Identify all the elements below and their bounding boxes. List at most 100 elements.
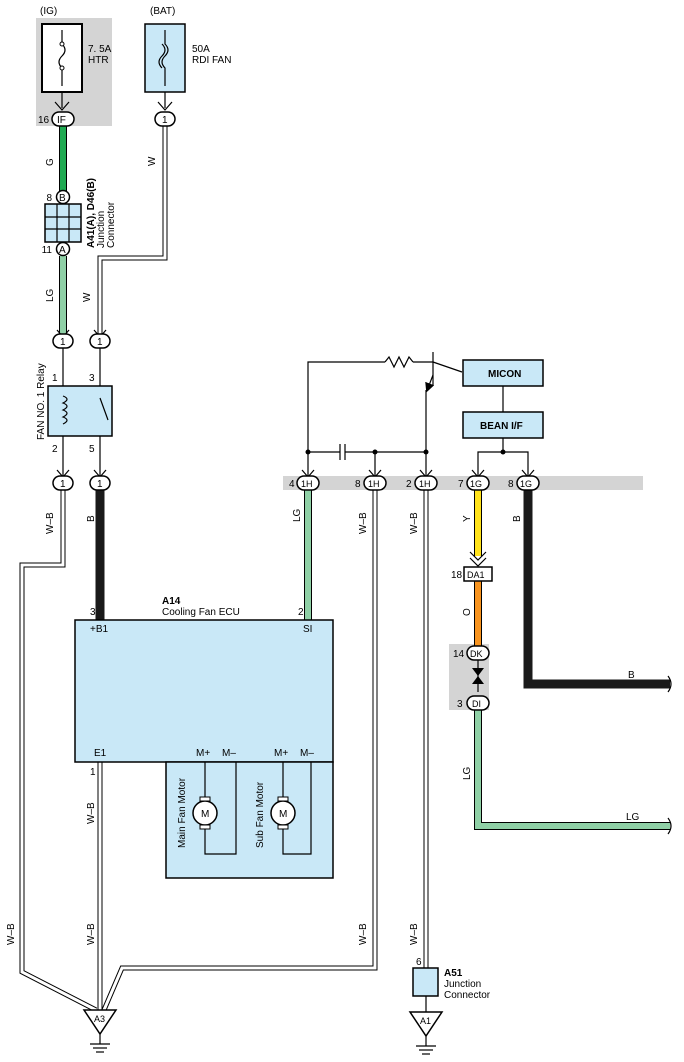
da1-code: DA1 [467, 570, 485, 580]
wire-label-b-relay: B [86, 515, 97, 522]
fuse-htr-rating: 7. 5A [88, 44, 112, 55]
c1h-2-pin: 2 [406, 479, 412, 490]
dk-code: DK [470, 649, 483, 659]
relay-pin-2: 2 [52, 444, 58, 455]
connector-bat-1 [154, 101, 176, 127]
wire-b-1g8 [523, 490, 670, 689]
wire-label-wb-bottom-mid: W–B [86, 923, 97, 945]
wire-label-lg-si: LG [292, 508, 303, 522]
ground-a3-label: A3 [94, 1014, 105, 1024]
wire-label-y: Y [462, 515, 473, 522]
sub-motor-m: M [279, 809, 287, 820]
a51-line2: Connector [444, 990, 491, 1001]
relay-connector-bottom [52, 469, 111, 491]
c1g-7-pin: 7 [458, 479, 464, 490]
relay-connector-top [52, 329, 111, 349]
a51-pin: 6 [416, 957, 422, 968]
fuse-htr-name: HTR [88, 55, 109, 66]
di-pin: 3 [457, 699, 463, 710]
wire-label-b-right: B [628, 670, 635, 681]
ecu-mminus-1: M– [222, 748, 236, 759]
micon-label: MICON [488, 369, 521, 380]
ecu-code: A14 [162, 596, 181, 607]
c1g-7-code: 1G [470, 479, 482, 489]
main-motor-m: M [201, 809, 209, 820]
ecu-pin-si: SI [303, 624, 312, 635]
jc-top-pin: 8 [46, 193, 52, 204]
if-code: IF [57, 115, 66, 126]
a51-junction-connector [412, 967, 439, 997]
ecu-pin-e1-num: 1 [90, 767, 96, 778]
jc-bottom-pin: 11 [42, 245, 53, 256]
da1-pin: 18 [451, 570, 463, 581]
relay-in-left-pin: 1 [60, 337, 66, 348]
wire-label-w-top: W [147, 156, 158, 166]
ground-a1-label: A1 [420, 1016, 431, 1026]
bat-pin: 1 [162, 115, 168, 126]
jc-line2: Connector [106, 201, 117, 248]
relay-in-right-pin: 1 [97, 337, 103, 348]
bat-label: (BAT) [150, 6, 175, 17]
wire-label-wb-e1: W–B [86, 802, 97, 824]
bean-if-box [462, 411, 544, 439]
main-fan-motor-label: Main Fan Motor [177, 777, 188, 848]
c1h-8-code: 1H [368, 479, 380, 489]
dk-pin: 14 [453, 649, 465, 660]
ecu-mplus-1: M+ [196, 748, 210, 759]
wire-label-b-1g8: B [512, 515, 523, 522]
bean-if-label: BEAN I/F [480, 421, 523, 432]
relay-out-right-pin: 1 [97, 479, 103, 490]
ecu-mminus-2: M– [300, 748, 314, 759]
a51-line1: Junction [444, 979, 481, 990]
c1g-8-code: 1G [520, 479, 532, 489]
junction-connector-a41 [44, 203, 82, 243]
ig-label: (IG) [40, 6, 57, 17]
fan-motor-block [165, 761, 334, 879]
wire-label-wb-far-left: W–B [6, 923, 17, 945]
jc-top-code: B [59, 193, 66, 204]
connector-dk-di [466, 645, 490, 711]
fan-no1-relay [47, 385, 113, 437]
relay-name: FAN NO. 1 Relay [36, 363, 47, 440]
wire-lg-di [474, 710, 670, 830]
a51-code: A51 [444, 968, 463, 979]
wire-label-o: O [462, 608, 473, 616]
connector-da1 [463, 551, 493, 582]
micon-box [462, 359, 544, 387]
connector-if [51, 101, 75, 127]
cooling-fan-ecu [74, 619, 334, 763]
fuse-rdi-rating: 50A [192, 44, 210, 55]
wire-label-wb-1h8: W–B [358, 512, 369, 534]
c1h-4-code: 1H [301, 479, 313, 489]
ecu-pin-e1: E1 [94, 748, 107, 759]
ecu-pin-b1: +B1 [90, 624, 109, 635]
jc-title: A41(A), D46(B) [86, 178, 97, 248]
c1h-4-pin: 4 [289, 479, 295, 490]
wire-label-wb-a51: W–B [409, 923, 420, 945]
sub-fan-motor-label: Sub Fan Motor [255, 781, 266, 848]
relay-pin-5: 5 [89, 444, 95, 455]
if-pin-number: 16 [38, 115, 50, 126]
wire-label-lg-left: LG [45, 288, 56, 302]
ecu-pin-si-num: 2 [298, 607, 304, 618]
c1g-8-pin: 8 [508, 479, 514, 490]
relay-out-left-pin: 1 [60, 479, 66, 490]
ecu-pin-b1-num: 3 [90, 607, 96, 618]
di-code: DI [472, 699, 481, 709]
resistor [384, 355, 414, 369]
wire-label-lg-di: LG [462, 766, 473, 780]
relay-pin-1: 1 [52, 373, 58, 384]
c1h-2-code: 1H [419, 479, 431, 489]
wire-label-lg-right: LG [626, 812, 640, 823]
wire-label-wb-left: W–B [45, 512, 56, 534]
jc-bottom-code: A [59, 245, 66, 256]
jc-line1: Junction [96, 211, 107, 248]
c1h-8-pin: 8 [355, 479, 361, 490]
wire-label-wb-1h2: W–B [409, 512, 420, 534]
ground-a3 [82, 1009, 118, 1053]
relay-pin-3: 3 [89, 373, 95, 384]
wire-label-wb-bottom-1h8: W–B [358, 923, 369, 945]
wire-label-w-mid: W [82, 292, 93, 302]
